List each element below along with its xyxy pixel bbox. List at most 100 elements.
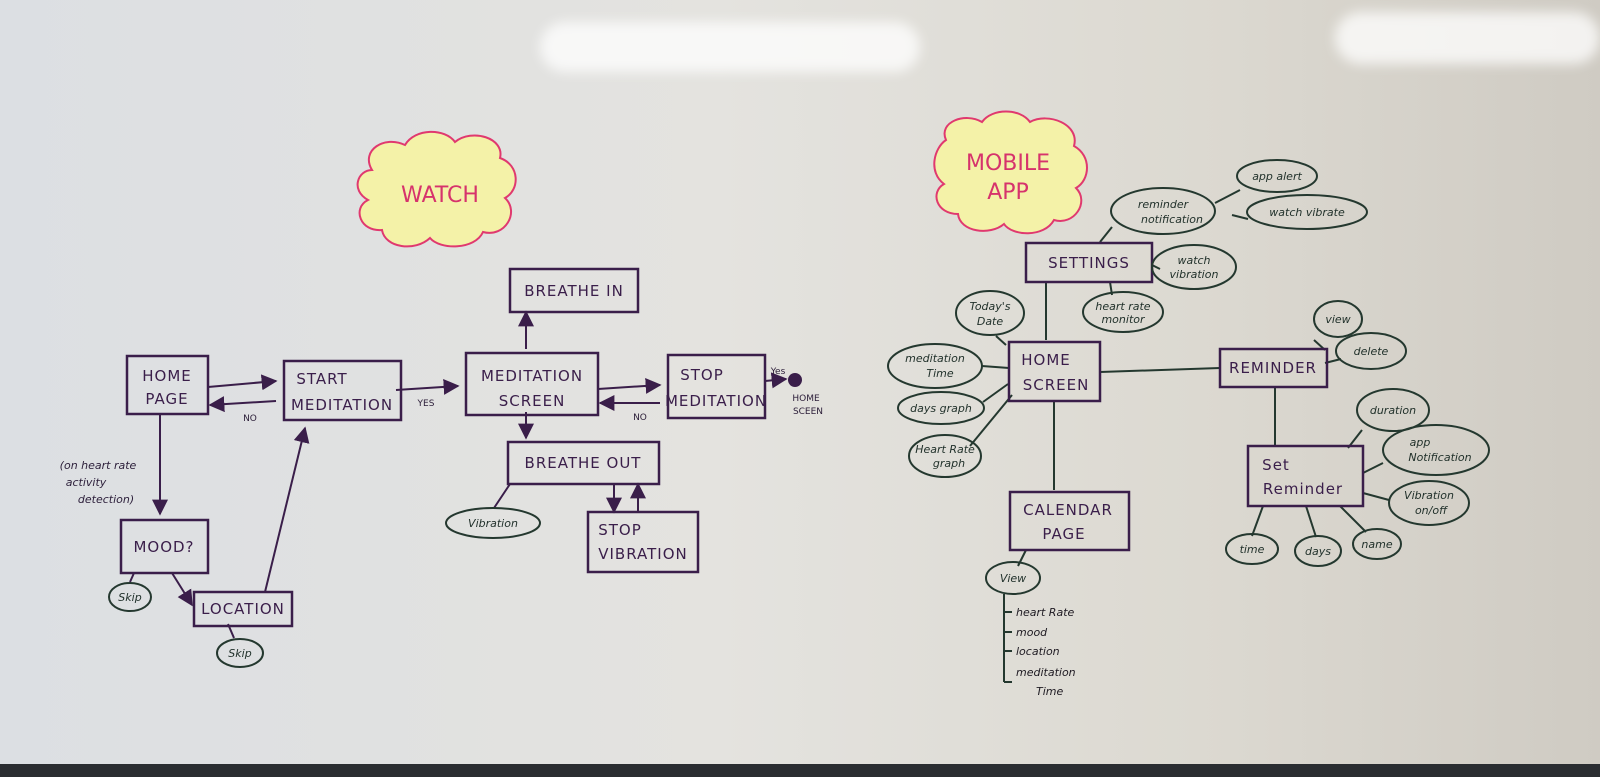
home-page-line1: HOME <box>142 367 192 385</box>
watch-title-cloud: WATCH <box>356 130 517 248</box>
breathe-out-label: BREATHE OUT <box>525 454 642 472</box>
vibration-onoff-line1: Vibration <box>1404 489 1454 502</box>
watch-vibration-line1: watch <box>1177 254 1210 267</box>
oval-app-alert <box>1236 159 1318 193</box>
watch-title: WATCH <box>401 183 479 208</box>
watch-connectors <box>129 310 788 639</box>
stop-vibration-line1: STOP <box>598 521 642 539</box>
node-mood: MOOD? <box>119 518 210 575</box>
trigger-note-line2: activity <box>66 476 107 489</box>
oval-skip-location: Skip <box>216 638 264 668</box>
view-label: view <box>1325 313 1350 326</box>
start-meditation-line2: MEDITATION <box>291 396 393 414</box>
edge-label-yes-small: Yes <box>770 367 786 377</box>
calendar-list-item-3: location <box>1016 645 1060 658</box>
duration-label: duration <box>1370 404 1416 417</box>
days-graph-label: days graph <box>910 402 972 415</box>
oval-watch-vibration <box>1151 244 1237 290</box>
settings-label: SETTINGS <box>1048 254 1130 272</box>
trigger-note-line3: detection) <box>78 493 134 506</box>
node-stop-meditation: STOP MEDITATION <box>665 353 767 420</box>
todays-date-line2: Date <box>977 315 1004 328</box>
home-sceen-line1: HOME <box>792 394 820 404</box>
home-sceen-dot <box>788 373 802 387</box>
whiteboard-frame-edge <box>0 764 1600 777</box>
reminder-notification-line1: reminder <box>1138 198 1190 211</box>
app-alert-label: app alert <box>1252 170 1302 183</box>
glare-left <box>540 22 920 72</box>
oval-reminder-notification <box>1110 187 1216 235</box>
stop-vibration-line2: VIBRATION <box>598 545 688 563</box>
meditation-time-line2: Time <box>926 367 953 380</box>
heart-rate-graph-line1: Heart Rate <box>915 443 975 456</box>
heart-rate-monitor-line2: monitor <box>1101 313 1146 326</box>
time-label: time <box>1240 543 1265 556</box>
home-screen-line1: HOME <box>1021 351 1071 369</box>
breathe-in-label: BREATHE IN <box>524 282 624 300</box>
mobile-title-line2: APP <box>987 180 1029 205</box>
node-breathe-out: BREATHE OUT <box>506 440 661 486</box>
oval-calendar-view <box>985 561 1041 595</box>
oval-skip-mood: Skip <box>108 582 152 612</box>
meditation-screen-line2: SCREEN <box>499 392 566 410</box>
delete-label: delete <box>1354 345 1389 358</box>
node-set-reminder: Set Reminder <box>1246 444 1365 508</box>
mobile-title-line1: MOBILE <box>966 151 1050 176</box>
calendar-list-item-5: Time <box>1036 685 1063 698</box>
node-breathe-in: BREATHE IN <box>508 267 640 314</box>
oval-todays-date <box>955 290 1025 336</box>
calendar-list-item-1: heart Rate <box>1016 606 1075 619</box>
oval-heart-rate-graph <box>908 434 982 478</box>
calendar-view-label: View <box>1000 572 1026 585</box>
meditation-time-line1: meditation <box>905 352 965 365</box>
oval-watch-vibrate <box>1246 194 1368 230</box>
oval-name <box>1352 528 1402 560</box>
start-meditation-line1: START <box>296 370 347 388</box>
edge-label-no-home: NO <box>243 414 257 424</box>
node-meditation-screen: MEDITATION SCREEN <box>464 351 600 417</box>
oval-days <box>1294 535 1342 567</box>
home-page-line2: PAGE <box>145 390 188 408</box>
mobile-title-cloud: MOBILE APP <box>933 110 1088 235</box>
node-start-meditation: START MEDITATION <box>282 359 403 422</box>
location-label: LOCATION <box>201 600 285 618</box>
skip-location-label: Skip <box>228 647 251 660</box>
edge-label-yes: YES <box>417 399 435 409</box>
app-notification-line1: app <box>1410 436 1431 449</box>
heart-rate-monitor-line1: heart rate <box>1095 300 1150 313</box>
trigger-note-line1: (on heart rate <box>60 459 137 472</box>
mobile-connectors <box>969 189 1390 683</box>
oval-time <box>1225 533 1279 565</box>
node-stop-vibration: STOP VIBRATION <box>586 510 700 574</box>
node-home-screen: HOME SCREEN <box>1007 340 1102 403</box>
oval-app-notification <box>1382 424 1490 476</box>
todays-date-line1: Today's <box>969 300 1010 313</box>
stop-meditation-line2: MEDITATION <box>665 392 767 410</box>
home-sceen-line2: SCEEN <box>793 407 823 417</box>
heart-rate-graph-line2: graph <box>933 457 965 470</box>
mood-label: MOOD? <box>133 538 194 556</box>
calendar-page-line1: CALENDAR <box>1023 501 1113 519</box>
meditation-screen-line1: MEDITATION <box>481 367 583 385</box>
set-reminder-line2: Reminder <box>1263 480 1343 498</box>
mobile-ovals <box>887 159 1490 595</box>
watch-vibrate-label: watch vibrate <box>1269 206 1345 219</box>
watch-vibration-line2: vibration <box>1170 268 1219 281</box>
name-label: name <box>1361 538 1392 551</box>
home-screen-line2: SCREEN <box>1023 376 1090 394</box>
oval-vibration-onoff <box>1388 480 1470 526</box>
oval-meditation-time <box>887 343 983 389</box>
oval-view <box>1313 300 1363 338</box>
oval-days-graph <box>897 391 985 425</box>
app-notification-line2: Notification <box>1408 451 1471 464</box>
calendar-list-item-4: meditation <box>1016 666 1076 679</box>
oval-heart-rate-monitor <box>1082 291 1164 333</box>
vibration-onoff-line2: on/off <box>1415 504 1448 517</box>
oval-duration <box>1356 388 1430 432</box>
vibration-label: Vibration <box>468 517 518 530</box>
skip-mood-label: Skip <box>118 591 141 604</box>
calendar-list-item-2: mood <box>1016 626 1048 639</box>
node-home-page: HOME PAGE <box>125 354 210 416</box>
